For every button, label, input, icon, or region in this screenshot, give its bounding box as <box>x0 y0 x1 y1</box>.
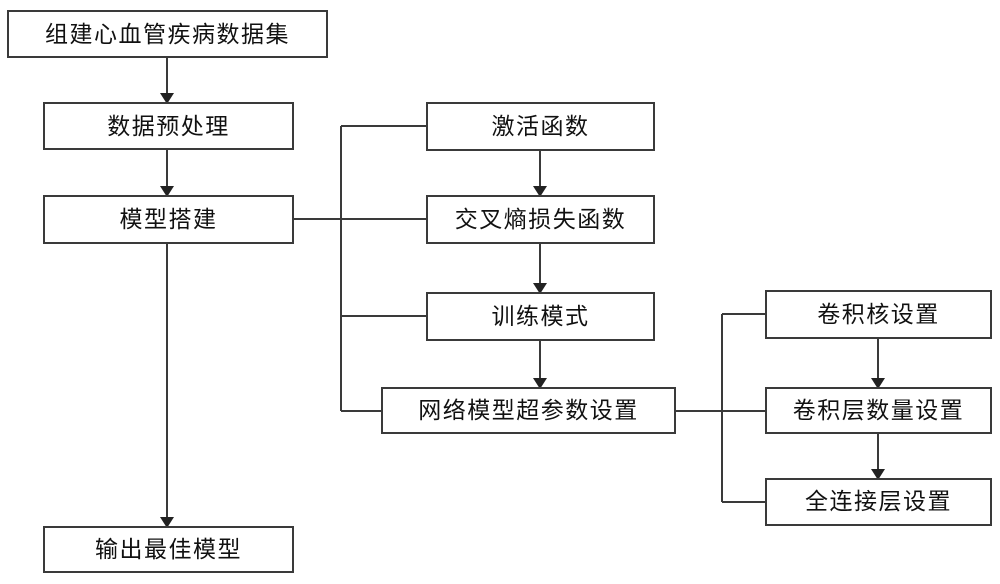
node-train-mode-box[interactable] <box>426 292 655 341</box>
node-model-build[interactable]: 模型搭建 <box>43 195 294 244</box>
node-fc-layers-box[interactable] <box>765 478 992 526</box>
arrowhead-cross-entropy-to-train-mode <box>533 283 547 294</box>
node-fc-layers-label: 全连接层设置 <box>805 489 952 515</box>
node-kernel-box[interactable] <box>765 290 992 339</box>
node-preprocess[interactable]: 数据预处理 <box>43 102 294 150</box>
arrowhead-train-mode-to-hyperparams <box>533 378 547 389</box>
node-dataset-label: 组建心血管疾病数据集 <box>45 22 290 48</box>
node-activation[interactable]: 激活函数 <box>426 102 655 151</box>
arrowhead-preprocess-to-model-build <box>160 186 174 197</box>
node-cross-entropy-label: 交叉熵损失函数 <box>455 207 627 233</box>
node-preprocess-label: 数据预处理 <box>107 114 230 140</box>
node-output-best-box[interactable] <box>43 526 294 573</box>
node-cross-entropy-box[interactable] <box>426 195 655 244</box>
node-output-best-label: 输出最佳模型 <box>95 537 242 563</box>
connector-layer <box>160 57 885 528</box>
arrowhead-kernel-to-conv-layers <box>871 378 885 389</box>
node-model-build-box[interactable] <box>43 195 294 244</box>
node-hyperparams-label: 网络模型超参数设置 <box>418 398 639 424</box>
arrowhead-activation-to-cross-entropy <box>533 186 547 197</box>
arrowhead-dataset-to-preprocess <box>160 93 174 104</box>
node-conv-layers[interactable]: 卷积层数量设置 <box>765 387 992 434</box>
node-train-mode[interactable]: 训练模式 <box>426 292 655 341</box>
node-fc-layers[interactable]: 全连接层设置 <box>765 478 992 526</box>
node-conv-layers-box[interactable] <box>765 387 992 434</box>
node-kernel-label: 卷积核设置 <box>817 302 940 328</box>
node-model-build-label: 模型搭建 <box>120 207 218 233</box>
node-layer: 组建心血管疾病数据集 数据预处理 模型搭建 输出最佳模型 激活函数 交叉熵损失函 <box>7 10 992 573</box>
node-activation-box[interactable] <box>426 102 655 151</box>
node-hyperparams-box[interactable] <box>381 387 676 434</box>
node-dataset[interactable]: 组建心血管疾病数据集 <box>7 10 328 58</box>
node-dataset-box[interactable] <box>7 10 328 58</box>
node-kernel[interactable]: 卷积核设置 <box>765 290 992 339</box>
arrowhead-model-build-to-output-best <box>160 517 174 528</box>
node-conv-layers-label: 卷积层数量设置 <box>793 398 965 424</box>
node-hyperparams[interactable]: 网络模型超参数设置 <box>381 387 676 434</box>
node-output-best[interactable]: 输出最佳模型 <box>43 526 294 573</box>
node-cross-entropy[interactable]: 交叉熵损失函数 <box>426 195 655 244</box>
arrowhead-conv-layers-to-fc-layers <box>871 469 885 480</box>
node-activation-label: 激活函数 <box>492 114 590 140</box>
node-preprocess-box[interactable] <box>43 102 294 150</box>
node-train-mode-label: 训练模式 <box>492 304 590 330</box>
